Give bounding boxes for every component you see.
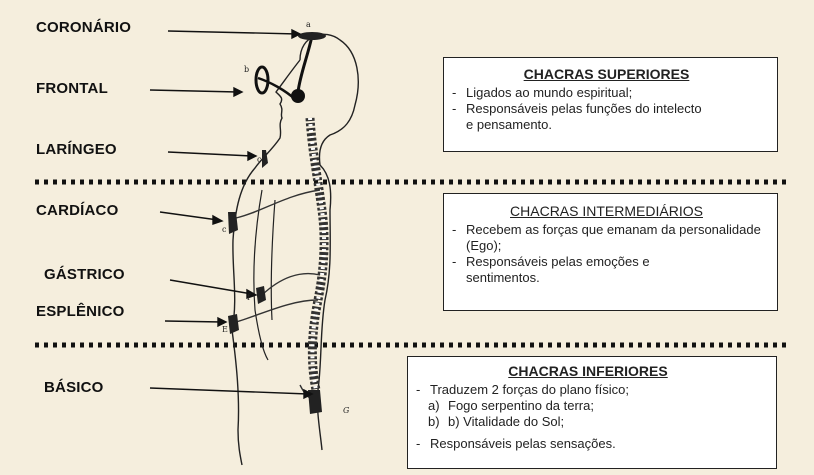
sub-item-key: b) [428, 414, 448, 430]
chakra-gastric [256, 286, 266, 304]
label-esplenico: ESPLÊNICO [36, 303, 124, 320]
box-inferiores-title: CHACRAS INFERIORES [408, 363, 768, 379]
box-chacras-inferiores: CHACRAS INFERIORES -Traduzem 2 forças do… [407, 356, 777, 469]
bullet-dash: - [444, 85, 466, 101]
chakra-coronary [298, 32, 326, 40]
box-chacras-superiores: CHACRAS SUPERIORES -Ligados ao mundo esp… [443, 57, 778, 152]
spine [310, 118, 324, 390]
bullet-dash: - [444, 101, 466, 117]
box-intermediarios-title: CHACRAS INTERMEDIÁRIOS [444, 203, 769, 219]
box-chacras-intermediarios: CHACRAS INTERMEDIÁRIOS -Recebem as força… [443, 193, 778, 311]
letter-a: a [306, 20, 311, 29]
label-coronario: CORONÁRIO [36, 19, 131, 36]
chakra-spleen [228, 314, 239, 334]
chakra-laryngeal [262, 150, 268, 168]
letter-b: b [244, 65, 249, 74]
box-intermediarios-item-2: Responsáveis pelas emoções e sentimentos… [466, 254, 709, 286]
letter-c: c [257, 155, 262, 164]
arrow-cardiaco [160, 212, 218, 220]
letter-f: E [222, 325, 228, 334]
sub-item-key: a) [428, 398, 448, 414]
arrow-coronario [168, 31, 298, 34]
chakra-frontal-center [291, 89, 305, 103]
box-superiores-item-2: Responsáveis pelas funções do intelecto … [466, 101, 709, 133]
arm-outline [254, 190, 275, 360]
label-frontal: FRONTAL [36, 80, 108, 97]
connector-spleen [236, 300, 318, 322]
box-inferiores-sub-b: b) Vitalidade do Sol; [448, 414, 564, 430]
label-basico: BÁSICO [44, 379, 104, 396]
label-cardiaco: CARDÍACO [36, 202, 118, 219]
letter-g: G [343, 406, 350, 415]
box-superiores-item-1: Ligados ao mundo espiritual; [466, 85, 769, 101]
letter-d: c [222, 225, 227, 234]
connector-coronary [298, 36, 312, 92]
arrow-frontal [150, 90, 238, 92]
label-gastrico: GÁSTRICO [44, 266, 125, 283]
arrow-basico [150, 388, 308, 394]
box-intermediarios-item-1: Recebem as forças que emanam da personal… [466, 222, 763, 254]
box-inferiores-item-2: Responsáveis pelas sensações. [430, 436, 768, 452]
arrow-laringeo [168, 152, 252, 156]
bullet-dash: - [408, 436, 430, 452]
connector-frontal [258, 78, 296, 100]
bullet-dash: - [444, 254, 466, 270]
chakra-heart [228, 212, 238, 234]
label-laringeo: LARÍNGEO [36, 141, 117, 158]
arrow-gastrico [170, 280, 252, 294]
box-inferiores-item-1: Traduzem 2 forças do plano físico; [430, 382, 768, 398]
arrow-esplenico [165, 321, 222, 322]
bullet-dash: - [444, 222, 466, 238]
bullet-dash: - [408, 382, 430, 398]
box-inferiores-sub-a: Fogo serpentino da terra; [448, 398, 594, 414]
connector-heart [236, 190, 320, 218]
box-superiores-title: CHACRAS SUPERIORES [444, 66, 769, 82]
